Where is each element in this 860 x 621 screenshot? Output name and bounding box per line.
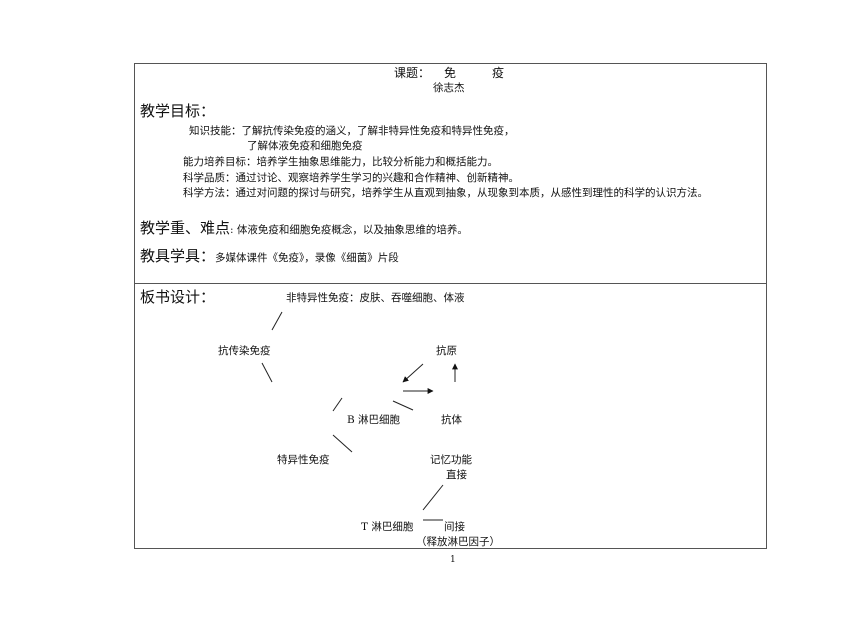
board-anti-infection: 抗传染免疫: [218, 345, 271, 357]
arrow-to-b-cell: [402, 363, 424, 383]
materials-text: 多媒体课件《免疫》，录像《细菌》片段: [215, 252, 399, 264]
lesson-plan-table: [134, 63, 767, 549]
board-t-cell: T 淋巴细胞: [361, 521, 414, 533]
line-to-specific: [261, 362, 273, 383]
line-to-t-cell: [332, 434, 353, 453]
page-number: 1: [450, 555, 456, 565]
line-b-cell-antibody: [392, 400, 414, 411]
knowledge-line-2: 了解体液免疫和细胞免疫: [247, 140, 363, 152]
lesson-title-char2: 疫: [492, 66, 505, 80]
lesson-title-char1: 免: [444, 66, 457, 80]
board-indirect: 间接: [444, 521, 465, 533]
objectives-heading: 教学目标：: [140, 102, 216, 120]
line-to-nonspecific: [271, 311, 283, 331]
table-divider: [135, 283, 766, 284]
board-antigen: 抗原: [436, 345, 457, 357]
author-name: 徐志杰: [433, 82, 465, 94]
quality-goal: 科学品质：通过讨论、观察培养学生学习的兴趣和合作精神、创新精神。: [183, 172, 519, 184]
lesson-title: 课题： 免 疫: [394, 67, 504, 79]
ability-goal: 能力培养目标：培养学生抽象思维能力，比较分析能力和概括能力。: [183, 156, 498, 168]
line-to-b-cell: [332, 397, 343, 412]
knowledge-line-1: 知识技能：了解抗传染免疫的涵义，了解非特异性免疫和特异性免疫，: [189, 125, 515, 137]
materials-heading: 教具学具：: [140, 247, 216, 265]
key-points-row: 教学重、难点: 体液免疫和细胞免疫概念，以及抽象思维的培养。: [140, 220, 468, 236]
method-goal: 科学方法：通过对问题的探讨与研究，培养学生从直观到抽象，从现象到本质，从感性到理…: [183, 187, 708, 199]
board-antibody: 抗体: [441, 414, 462, 426]
board-specific: 特异性免疫: [277, 454, 330, 466]
materials-row: 教具学具：多媒体课件《免疫》，录像《细菌》片段: [140, 248, 399, 264]
board-lymphokine: （释放淋巴因子）: [416, 536, 500, 548]
lesson-title-label: 课题：: [394, 66, 431, 80]
board-b-cell: B 淋巴细胞: [347, 414, 401, 426]
key-points-text: : 体液免疫和细胞免疫概念，以及抽象思维的培养。: [230, 224, 468, 236]
board-direct: 直接: [446, 469, 467, 481]
board-heading: 板书设计：: [140, 288, 216, 306]
board-memory: 记忆功能: [430, 454, 472, 466]
key-points-heading: 教学重、难点: [140, 219, 231, 237]
board-nonspecific: 非特异性免疫：皮肤、吞噬细胞、体液: [286, 292, 465, 304]
line-to-memory: [422, 484, 444, 511]
